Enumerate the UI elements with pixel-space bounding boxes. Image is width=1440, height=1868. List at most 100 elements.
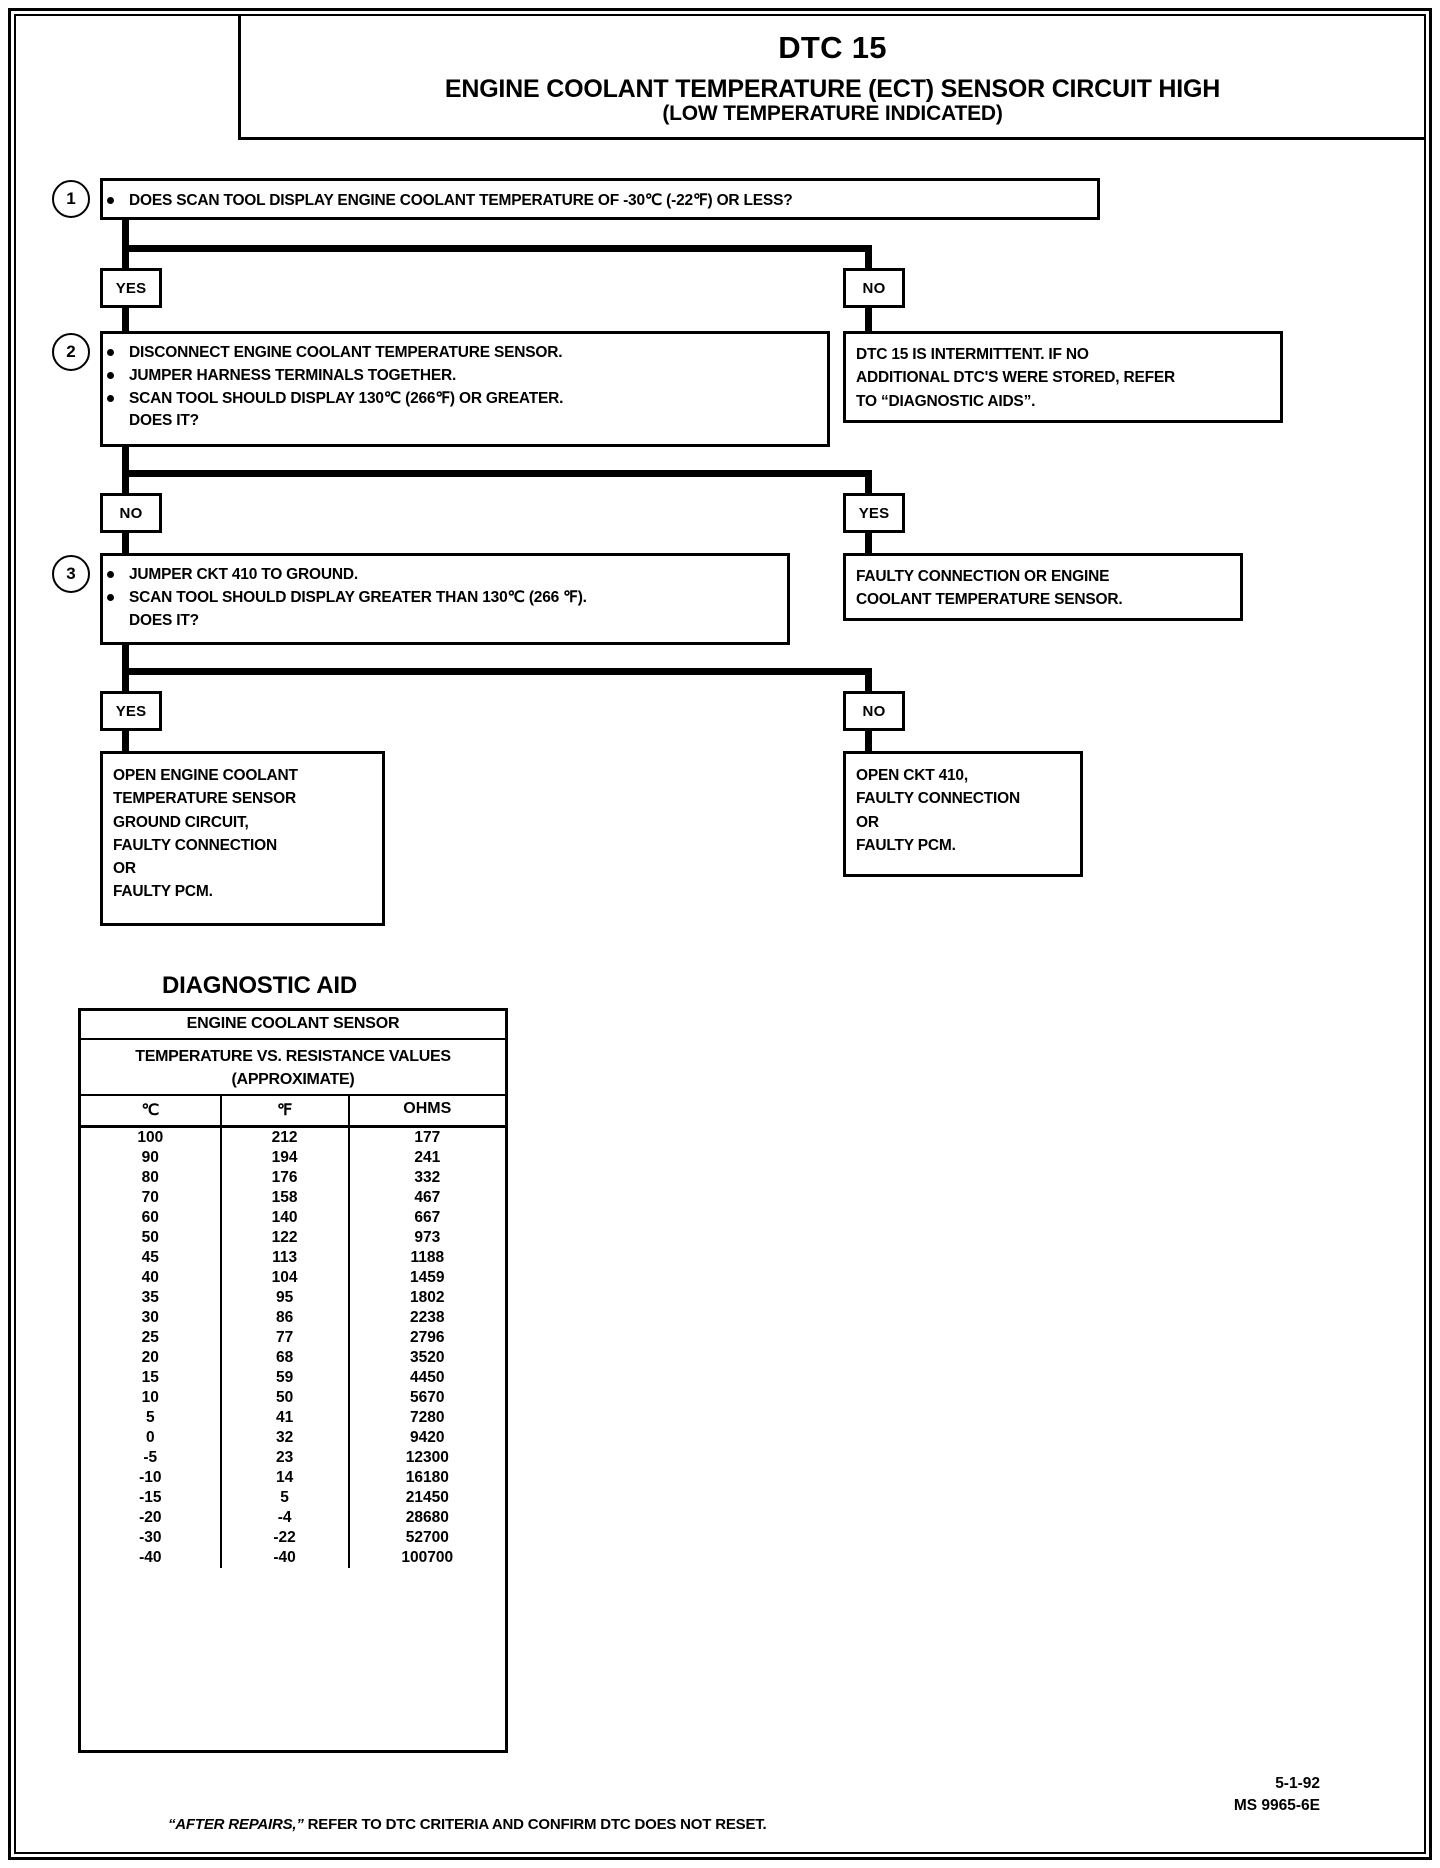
connector-step2-no-down <box>122 470 129 498</box>
connector-step3-yes-down <box>122 668 129 696</box>
table-cell: 2238 <box>410 1309 445 1327</box>
table-cell: 14 <box>222 1468 350 1489</box>
footer-note: “AFTER REPAIRS,” REFER TO DTC CRITERIA A… <box>168 1816 767 1833</box>
table-cell: 32 <box>222 1428 350 1449</box>
table-cell: 1188 <box>410 1249 445 1267</box>
result-intermittent-line-2: ADDITIONAL DTC'S WERE STORED, REFER <box>856 369 1176 387</box>
footer-note-italic: “AFTER REPAIRS,” <box>168 1816 304 1833</box>
page-title: ENGINE COOLANT TEMPERATURE (ECT) SENSOR … <box>444 75 1221 103</box>
result-intermittent-line-3: TO “DIAGNOSTIC AIDS”. <box>856 392 1036 410</box>
table-cell: -30 <box>81 1528 222 1549</box>
table-cell: 12300 <box>405 1449 449 1467</box>
table-cell: 70 <box>81 1188 222 1209</box>
table-cell: 20 <box>81 1348 222 1369</box>
table-cell: 176 <box>222 1168 350 1189</box>
table-cell: 2796 <box>410 1329 445 1347</box>
result-open-ground-line-5: OR <box>113 860 136 877</box>
step-3-box: JUMPER CKT 410 TO GROUND. SCAN TOOL SHOU… <box>100 553 790 645</box>
result-open-ground-line-4: FAULTY CONNECTION <box>113 836 277 854</box>
table-cell: 212 <box>222 1128 350 1149</box>
table-cell: 177 <box>414 1129 441 1147</box>
result-open-ground-line-2: TEMPERATURE SENSOR <box>113 790 296 808</box>
table-cell: 77 <box>222 1328 350 1349</box>
bullet-dot-icon <box>107 394 114 402</box>
bullet-dot-icon <box>107 349 114 356</box>
document-id-block: 5-1-92 MS 9965-6E <box>1140 1773 1320 1818</box>
result-open-ground-box: OPEN ENGINE COOLANT TEMPERATURE SENSOR G… <box>100 751 385 926</box>
document-date: 5-1-92 <box>1275 1775 1320 1792</box>
table-cell: 467 <box>414 1189 441 1207</box>
step-2-bullet-3: SCAN TOOL SHOULD DISPLAY 130℃ (266℉) OR … <box>103 388 827 411</box>
table-cell: 1459 <box>410 1269 445 1287</box>
table-cell: 68 <box>222 1348 350 1369</box>
table-cell: 28680 <box>405 1509 449 1527</box>
result-open-ckt410-line-1: OPEN CKT 410, <box>856 767 968 784</box>
table-cell: 140 <box>222 1208 350 1229</box>
table-cell: 80 <box>81 1168 222 1189</box>
table-cell: 3520 <box>410 1349 445 1367</box>
table-title: ENGINE COOLANT SENSOR <box>81 1011 505 1040</box>
table-cell: 10 <box>81 1388 222 1409</box>
connector-no3-to-result <box>865 731 872 753</box>
column-header-ohms: OHMS <box>403 1100 452 1118</box>
footer-note-rest: REFER TO DTC CRITERIA AND CONFIRM DTC DO… <box>303 1816 767 1833</box>
branch-label-no-3: NO <box>843 691 905 731</box>
step-2-bullet-1: DISCONNECT ENGINE COOLANT TEMPERATURE SE… <box>103 342 827 365</box>
result-open-ckt410-line-4: FAULTY PCM. <box>856 836 956 854</box>
page-border-inner <box>14 14 1426 1854</box>
connector-step1-down <box>122 220 129 250</box>
table-cell: 332 <box>414 1169 441 1187</box>
table-cell: 194 <box>222 1148 350 1169</box>
table-cell: 16180 <box>405 1469 449 1487</box>
step-2-box: DISCONNECT ENGINE COOLANT TEMPERATURE SE… <box>100 331 830 447</box>
step-3-bullet-2: SCAN TOOL SHOULD DISPLAY GREATER THAN 13… <box>103 587 787 610</box>
table-cell: -22 <box>222 1528 350 1549</box>
result-open-ckt410-line-2: FAULTY CONNECTION <box>856 790 1020 808</box>
branch-label-no-1: NO <box>843 268 905 308</box>
connector-step2-down <box>122 447 129 475</box>
page-header: DTC 15 ENGINE COOLANT TEMPERATURE (ECT) … <box>238 16 1424 140</box>
table-cell: 9420 <box>410 1429 445 1447</box>
table-cell: -4 <box>222 1508 350 1529</box>
table-cell: 973 <box>414 1229 441 1247</box>
step-1-bullet-1: DOES SCAN TOOL DISPLAY ENGINE COOLANT TE… <box>103 190 1097 213</box>
connector-yes3-to-result <box>122 731 129 753</box>
connector-step1-horizontal <box>122 245 872 252</box>
result-open-ckt410-box: OPEN CKT 410, FAULTY CONNECTION OR FAULT… <box>843 751 1083 877</box>
result-open-ckt410-line-3: OR <box>856 813 879 831</box>
table-column-headers: ℃ ℉ OHMS <box>81 1096 505 1129</box>
table-cell: 25 <box>81 1328 222 1349</box>
bullet-dot-icon <box>107 571 114 578</box>
table-cell: 100700 <box>401 1549 454 1567</box>
table-cell: 5670 <box>410 1389 445 1407</box>
step-1-box: DOES SCAN TOOL DISPLAY ENGINE COOLANT TE… <box>100 178 1100 220</box>
dtc-code: DTC 15 <box>778 30 887 65</box>
table-cell: -40 <box>81 1548 222 1569</box>
connector-step3-down <box>122 645 129 673</box>
step-2-continuation: DOES IT? <box>129 412 199 430</box>
table-cell: 52700 <box>405 1529 449 1547</box>
table-cell: 95 <box>222 1288 350 1309</box>
table-subtitle: TEMPERATURE VS. RESISTANCE VALUES (APPRO… <box>81 1040 505 1097</box>
table-cell: 60 <box>81 1208 222 1229</box>
table-cell: 90 <box>81 1148 222 1169</box>
table-cell: 4450 <box>410 1369 445 1387</box>
page-border-outer <box>8 8 1432 1860</box>
table-cell: 104 <box>222 1268 350 1289</box>
table-cell: -40 <box>222 1548 350 1569</box>
branch-label-no-2: NO <box>100 493 162 533</box>
